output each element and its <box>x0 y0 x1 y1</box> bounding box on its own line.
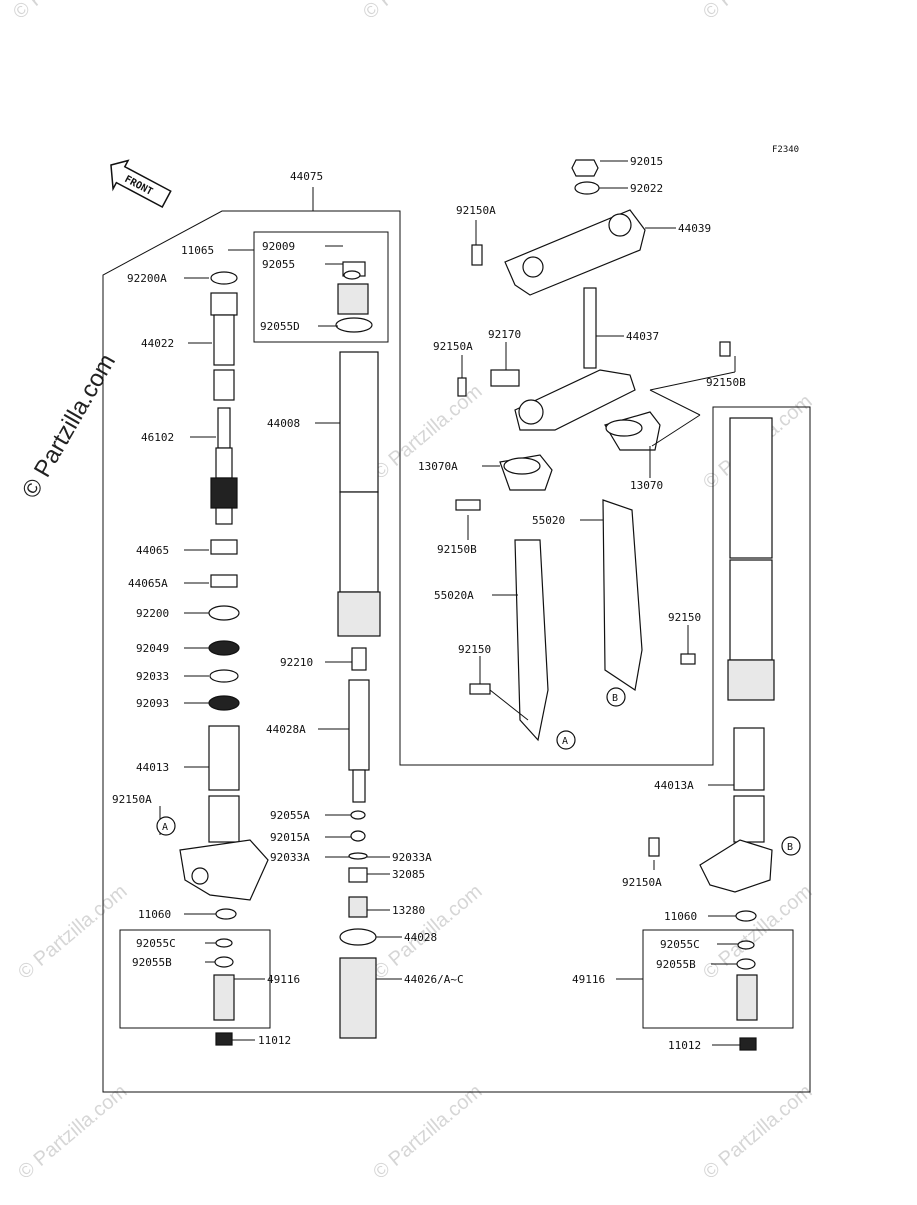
callout-55020: 55020 <box>532 514 565 527</box>
callout-46102: 46102 <box>141 431 174 444</box>
right-fork-parts <box>648 417 775 1051</box>
callout-92093: 92093 <box>136 697 169 710</box>
callout-13280: 13280 <box>392 904 425 917</box>
callout-92055c-right: 92055C <box>660 938 700 951</box>
watermark-foot-mid: © Partzilla.com <box>369 1080 486 1183</box>
callout-44037: 44037 <box>626 330 659 343</box>
ref-marker-b-mid: B <box>612 693 618 704</box>
callout-92150-right: 92150 <box>668 611 701 624</box>
assembly-outline <box>102 187 811 1093</box>
callout-92049: 92049 <box>136 642 169 655</box>
callout-92033: 92033 <box>136 670 169 683</box>
callout-92055: 92055 <box>262 258 295 271</box>
callout-11065: 11065 <box>181 244 214 257</box>
callout-44022: 44022 <box>141 337 174 350</box>
callout-13070: 13070 <box>630 479 663 492</box>
callout-92150a-left: 92150A <box>112 793 152 806</box>
callout-92055b-left: 92055B <box>132 956 172 969</box>
callout-44026: 44026/A~C <box>404 973 464 986</box>
callout-92055a: 92055A <box>270 809 310 822</box>
callout-92033a-right: 92033A <box>392 851 432 864</box>
callout-11060-right: 11060 <box>664 910 697 923</box>
callouts: 44075 11065 92009 92055 92055D 92200A 44… <box>112 155 746 1052</box>
watermark-foot-right: © Partzilla.com <box>699 1080 816 1183</box>
callout-92009: 92009 <box>262 240 295 253</box>
watermark-left-large: © Partzilla.com <box>17 349 121 503</box>
callout-44008: 44008 <box>267 417 300 430</box>
leader-lines <box>159 160 740 1046</box>
callout-55020a: 55020A <box>434 589 474 602</box>
callout-44065a: 44065A <box>128 577 168 590</box>
ref-marker-a-left: A <box>162 822 168 833</box>
reference-markers: A A B B <box>156 687 801 856</box>
callout-92022: 92022 <box>630 182 663 195</box>
top-clamp-parts <box>455 159 731 742</box>
callout-92170: 92170 <box>488 328 521 341</box>
callout-92055c-left: 92055C <box>136 937 176 950</box>
left-fork-internals <box>179 271 269 1046</box>
callout-11060-left: 11060 <box>138 908 171 921</box>
watermark-top-left: © Partzilla.com <box>9 0 126 24</box>
callout-44028a: 44028A <box>266 723 306 736</box>
diagram-code: F2340 <box>772 145 799 155</box>
callout-11012-left: 11012 <box>258 1034 291 1047</box>
callout-92055d: 92055D <box>260 320 300 333</box>
ref-marker-a-right: A <box>562 736 568 747</box>
callout-44075: 44075 <box>290 170 323 183</box>
callout-92055b-right: 92055B <box>656 958 696 971</box>
front-arrow-icon: FRONT <box>110 159 172 209</box>
callout-92150b-mid: 92150B <box>437 543 477 556</box>
watermark-bottom-right: © Partzilla.com <box>699 880 816 983</box>
watermark-foot-left: © Partzilla.com <box>14 1080 131 1183</box>
callout-92150a-right: 92150A <box>622 876 662 889</box>
callout-44065: 44065 <box>136 544 169 557</box>
callout-44028: 44028 <box>404 931 437 944</box>
callout-44039: 44039 <box>678 222 711 235</box>
callout-92015: 92015 <box>630 155 663 168</box>
center-fork-parts <box>335 261 381 1039</box>
callout-92210: 92210 <box>280 656 313 669</box>
callout-49116-right: 49116 <box>572 973 605 986</box>
watermark-top-mid: © Partzilla.com <box>359 0 476 24</box>
ref-marker-b-right: B <box>787 842 793 853</box>
callout-92033a-left: 92033A <box>270 851 310 864</box>
callout-92015a: 92015A <box>270 831 310 844</box>
callout-32085: 32085 <box>392 868 425 881</box>
callout-44013: 44013 <box>136 761 169 774</box>
watermark-top-right: © Partzilla.com <box>699 0 816 24</box>
callout-49116-left: 49116 <box>267 973 300 986</box>
callout-92150a-mid: 92150A <box>433 340 473 353</box>
callout-92150-left: 92150 <box>458 643 491 656</box>
callout-44013a: 44013A <box>654 779 694 792</box>
callout-13070a: 13070A <box>418 460 458 473</box>
callout-11012-right: 11012 <box>668 1039 701 1052</box>
callout-92200a: 92200A <box>127 272 167 285</box>
callout-92200: 92200 <box>136 607 169 620</box>
callout-92150b-right: 92150B <box>706 376 746 389</box>
callout-92150a-top: 92150A <box>456 204 496 217</box>
watermark-bottom-left: © Partzilla.com <box>14 880 131 983</box>
